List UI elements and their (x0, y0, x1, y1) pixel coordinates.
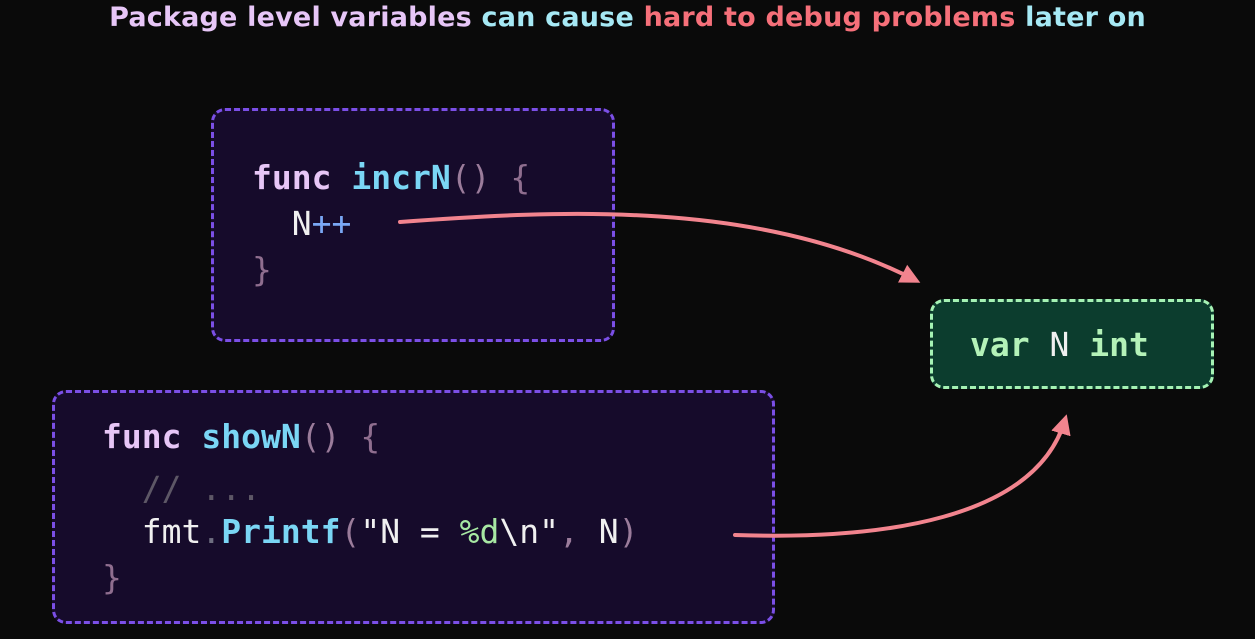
var-name: N (1049, 325, 1070, 364)
title-part-3: hard to debug problems (643, 2, 1016, 33)
increment-operator: ++ (311, 204, 352, 243)
showN-line-4: } (102, 555, 122, 601)
diagram-title: Package level variables can cause hard t… (0, 0, 1255, 36)
showN-line-1: func showN() { (102, 414, 380, 460)
code-comment: // ... (141, 469, 261, 508)
showN-open-brace: { (360, 417, 381, 456)
fmt-package: fmt (141, 512, 202, 551)
incrN-line-3: } (252, 247, 272, 293)
title-part-2: can cause (481, 2, 634, 33)
show-to-var-arrow (733, 414, 1071, 538)
var-declaration-box (930, 299, 1214, 389)
incrN-line-2: N++ (252, 201, 352, 247)
var-declaration: var N int (970, 322, 1149, 368)
incrN-line-1: func incrN() { (252, 155, 530, 201)
member-dot: . (201, 512, 222, 551)
printf-close-paren: ) (618, 512, 639, 551)
showN-close-brace: } (102, 558, 122, 597)
incrN-parens: () (450, 158, 491, 197)
printf-open-paren: ( (340, 512, 361, 551)
arg-comma: , (559, 512, 579, 551)
format-string-start: "N = (360, 512, 460, 551)
func-keyword: func (252, 158, 332, 197)
format-verb: %d (459, 512, 500, 551)
func-keyword: func (102, 417, 182, 456)
title-part-1: Package level variables (109, 2, 472, 33)
printf-call: Printf (221, 512, 341, 551)
var-keyword: var (970, 325, 1030, 364)
title-part-4: later on (1025, 2, 1146, 33)
incrN-var-n: N (291, 204, 312, 243)
showN-parens: () (300, 417, 341, 456)
showN-line-3: fmt.Printf("N = %d\n", N) (102, 509, 639, 555)
showN-func-name: showN (201, 417, 301, 456)
printf-arg-n: N (598, 512, 619, 551)
incrN-func-name: incrN (351, 158, 451, 197)
showN-code-box (52, 390, 775, 624)
format-string-end: \n" (499, 512, 560, 551)
incrN-open-brace: { (510, 158, 531, 197)
incrN-close-brace: } (252, 250, 272, 289)
var-type: int (1089, 325, 1149, 364)
showN-line-2: // ... (102, 466, 261, 512)
